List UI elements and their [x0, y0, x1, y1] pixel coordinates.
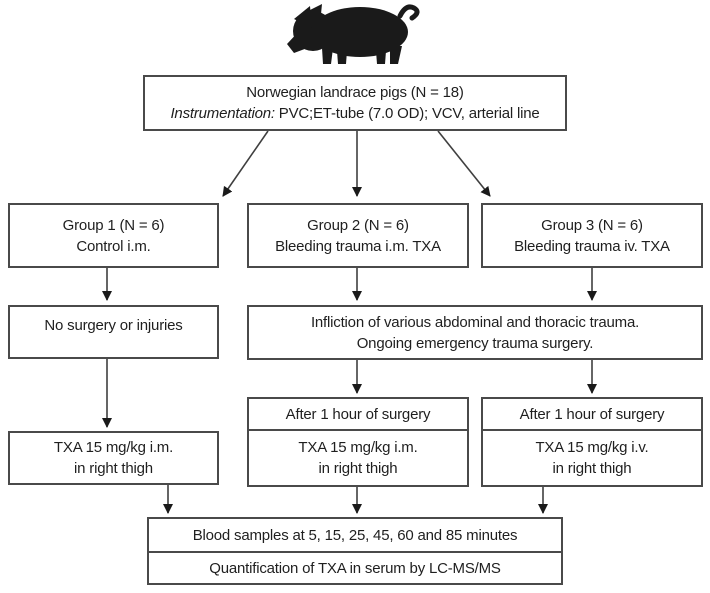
after-surgery-text: After 1 hour of surgery — [519, 405, 665, 423]
instrumentation-line: Instrumentation: PVC;ET-tube (7.0 OD); V… — [170, 103, 539, 124]
after-surgery-text: After 1 hour of surgery — [285, 405, 431, 423]
group1-desc: Control i.m. — [76, 237, 151, 255]
group1-box: Group 1 (N = 6) Control i.m. — [8, 203, 219, 268]
group3-desc: Bleeding trauma iv. TXA — [514, 237, 670, 255]
txa1-dose: TXA 15 mg/kg i.m. — [53, 439, 174, 456]
trauma-line2: Ongoing emergency trauma surgery. — [356, 334, 594, 352]
trauma-line1: Infliction of various abdominal and thor… — [310, 313, 640, 331]
txa2-dose: TXA 15 mg/kg i.m. — [298, 439, 418, 456]
after-surgery-box-group2: After 1 hour of surgery — [247, 397, 469, 431]
population-line: Norwegian landrace pigs (N = 18) — [246, 84, 464, 101]
txa2-site: in right thigh — [318, 460, 398, 477]
trauma-box: Infliction of various abdominal and thor… — [247, 305, 703, 360]
pig-icon — [287, 4, 420, 64]
group2-desc: Bleeding trauma i.m. TXA — [275, 237, 441, 255]
group2-title: Group 2 (N = 6) — [307, 216, 409, 234]
blood-samples-box: Blood samples at 5, 15, 25, 45, 60 and 8… — [147, 517, 563, 553]
txa-box-group3: TXA 15 mg/kg i.v. in right thigh — [481, 429, 703, 487]
instrumentation-text: PVC;ET-tube (7.0 OD); VCV, arterial line — [274, 105, 540, 122]
group1-title: Group 1 (N = 6) — [62, 216, 165, 234]
txa-box-group2: TXA 15 mg/kg i.m. in right thigh — [247, 429, 469, 487]
group3-box: Group 3 (N = 6) Bleeding trauma iv. TXA — [481, 203, 703, 268]
instrumentation-label: Instrumentation: — [170, 105, 275, 122]
txa3-dose: TXA 15 mg/kg i.v. — [535, 439, 649, 456]
after-surgery-box-group3: After 1 hour of surgery — [481, 397, 703, 431]
quantification-box: Quantification of TXA in serum by LC-MS/… — [147, 551, 563, 585]
group2-box: Group 2 (N = 6) Bleeding trauma i.m. TXA — [247, 203, 469, 268]
quantification-text: Quantification of TXA in serum by LC-MS/… — [209, 559, 501, 577]
top-box-population: Norwegian landrace pigs (N = 18) Instrum… — [143, 75, 567, 131]
txa1-site: in right thigh — [74, 460, 153, 477]
blood-samples-text: Blood samples at 5, 15, 25, 45, 60 and 8… — [192, 526, 518, 544]
txa3-site: in right thigh — [552, 460, 632, 477]
no-surgery-box: No surgery or injuries — [8, 305, 219, 359]
group3-title: Group 3 (N = 6) — [541, 216, 643, 234]
txa-box-group1: TXA 15 mg/kg i.m. in right thigh — [8, 431, 219, 485]
no-surgery-text: No surgery or injuries — [44, 317, 183, 334]
